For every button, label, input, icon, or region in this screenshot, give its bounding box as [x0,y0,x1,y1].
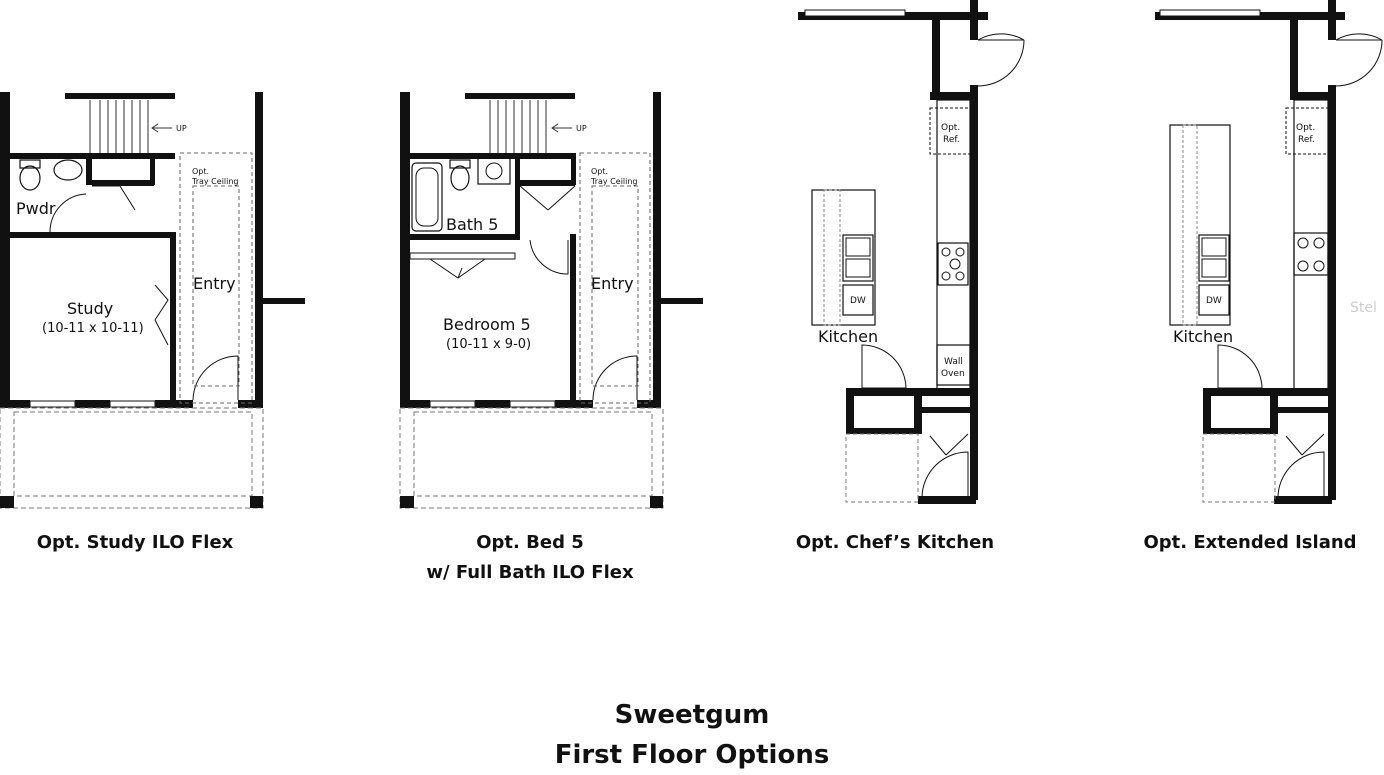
title-line-2: First Floor Options [554,740,830,770]
wall-oven-label-1: Wall [944,357,963,367]
bath5-label: Bath 5 [446,215,498,234]
caption-bed5-line2: w/ Full Bath ILO Flex [426,562,634,583]
opt-ref-label-2-1: Opt. [1296,123,1315,133]
plan-study [0,92,305,509]
stair-up-label-2: UP [576,124,587,133]
entry-label: Entry [193,274,236,293]
tray-label-1: Opt. [192,167,209,176]
kitchen-label: Kitchen [818,327,878,346]
title-line-1: Sweetgum [614,700,770,730]
dw-label-2: DW [1206,296,1222,306]
pwdr-label: Pwdr [16,199,56,218]
kitchen-label-2: Kitchen [1173,327,1233,346]
wall-oven-label-2: Oven [941,369,965,379]
entry-label-2: Entry [591,274,634,293]
caption-chefs-kitchen: Opt. Chef’s Kitchen [795,532,995,553]
study-dimensions: (10-11 x 10-11) [42,321,144,336]
opt-ref-label-2: Ref. [943,135,960,145]
tray-label-2-2: Tray Ceiling [590,177,638,186]
opt-ref-label-2-2: Ref. [1298,135,1315,145]
caption-extended-island: Opt. Extended Island [1143,532,1357,553]
tray-label-2: Tray Ceiling [191,177,239,186]
dw-label: DW [850,296,866,306]
caption-bed5-line1: Opt. Bed 5 [476,532,584,553]
bedroom5-dimensions: (10-11 x 9-0) [446,337,531,352]
opt-ref-label-1: Opt. [941,123,960,133]
caption-study: Opt. Study ILO Flex [36,532,234,553]
stair-up-label: UP [176,124,187,133]
study-label: Study [67,299,113,318]
plan-bed5 [399,92,703,509]
plan-extended-island [1155,0,1383,504]
tray-label-2-1: Opt. [591,167,608,176]
watermark: Stel [1350,300,1377,316]
bedroom5-label: Bedroom 5 [443,315,531,334]
plan-chefs-kitchen [798,0,1025,504]
